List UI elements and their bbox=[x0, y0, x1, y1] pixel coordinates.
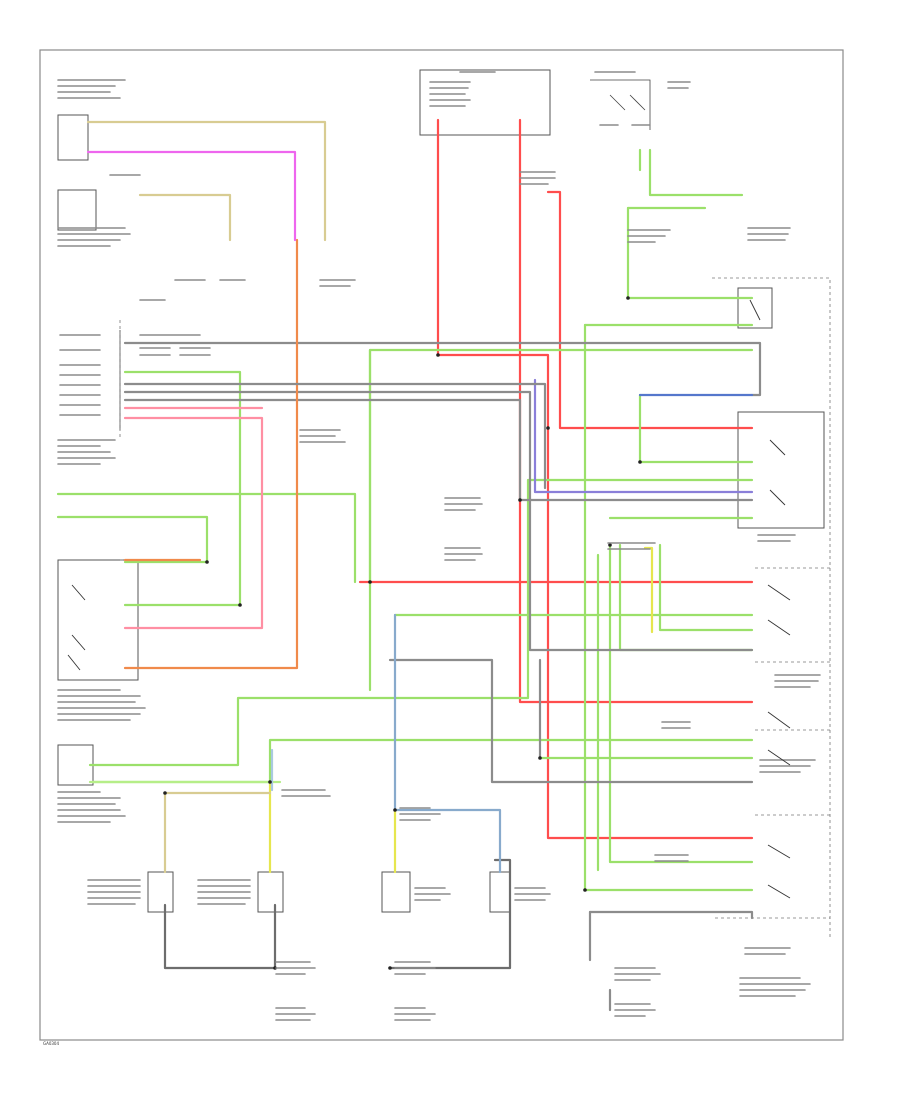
junction-dot-0 bbox=[436, 353, 440, 357]
junction-dot-13 bbox=[388, 966, 392, 970]
wire-blue_light-45 bbox=[393, 613, 502, 874]
actuator-3 bbox=[381, 871, 411, 913]
wire-gray-24 bbox=[123, 341, 762, 397]
junction-dot-2 bbox=[626, 296, 630, 300]
junction-dot-8 bbox=[268, 780, 272, 784]
wire-orange-33 bbox=[123, 238, 299, 670]
fuse-small-right bbox=[737, 287, 773, 329]
wire-green-11 bbox=[56, 515, 209, 564]
pressure-switch-box bbox=[57, 559, 139, 681]
wire-red-0 bbox=[436, 118, 754, 840]
wire-tan-41 bbox=[86, 120, 327, 242]
actuator-1 bbox=[147, 871, 174, 913]
wire-red-1 bbox=[518, 118, 754, 704]
diagram-frame bbox=[39, 49, 844, 1041]
wire-green-19 bbox=[91, 738, 754, 784]
dashed-outlines bbox=[119, 277, 831, 940]
junction-dot-7 bbox=[583, 888, 587, 892]
junction-dot-5 bbox=[238, 603, 242, 607]
junction-dot-6 bbox=[608, 543, 612, 547]
wire-red-2 bbox=[546, 190, 754, 430]
wire-gray-32 bbox=[588, 910, 612, 1012]
actuator-2 bbox=[257, 871, 284, 913]
actuator-4 bbox=[489, 871, 511, 913]
ac-sensor-box-top bbox=[57, 114, 89, 161]
junction-dot-3 bbox=[368, 580, 372, 584]
junction-dot-14 bbox=[273, 966, 277, 970]
wire-green-18 bbox=[88, 478, 754, 767]
wire-gray_dark-29 bbox=[388, 858, 512, 970]
switch-symbols bbox=[67, 299, 791, 899]
blower-relay-box bbox=[737, 411, 825, 529]
wire-gray-31 bbox=[588, 910, 754, 920]
junction-dot-9 bbox=[393, 808, 397, 812]
junction-dots bbox=[163, 296, 642, 970]
footer-code: GA0304 bbox=[43, 1041, 59, 1046]
wire-green-5 bbox=[638, 148, 744, 197]
wire-pink-35 bbox=[123, 416, 264, 630]
wire-green-12 bbox=[123, 370, 242, 607]
wire-violet-47 bbox=[533, 378, 754, 494]
wire-tan-42 bbox=[138, 193, 232, 242]
wire-gray-26 bbox=[123, 390, 754, 652]
wire-green-4 bbox=[626, 206, 754, 300]
wire-green-15 bbox=[596, 543, 754, 872]
wire-green-10 bbox=[56, 492, 357, 584]
wire-tan-43 bbox=[163, 791, 272, 874]
wire-yellow-38 bbox=[643, 546, 654, 634]
label-marks bbox=[57, 71, 821, 1021]
junction-dot-11 bbox=[518, 498, 522, 502]
wire-green-13 bbox=[608, 543, 754, 864]
junction-dot-15 bbox=[638, 460, 642, 464]
wire-gray_dark-30 bbox=[163, 903, 277, 970]
junction-dot-12 bbox=[538, 756, 542, 760]
wire-gray-48 bbox=[123, 382, 547, 490]
wire-green-16 bbox=[658, 543, 754, 632]
sensor-box-bottom-left bbox=[57, 744, 94, 786]
fuse-relay-box-top bbox=[419, 69, 551, 136]
sensor-box-left bbox=[57, 189, 97, 231]
junction-dot-1 bbox=[546, 426, 550, 430]
wire-magenta-37 bbox=[86, 150, 297, 242]
junction-dot-4 bbox=[205, 560, 209, 564]
wire-gray-25 bbox=[123, 398, 754, 502]
wire-gray-28 bbox=[388, 658, 754, 784]
junction-dot-10 bbox=[163, 791, 167, 795]
wires bbox=[56, 118, 762, 1012]
ground-switch-top-right bbox=[590, 79, 651, 130]
